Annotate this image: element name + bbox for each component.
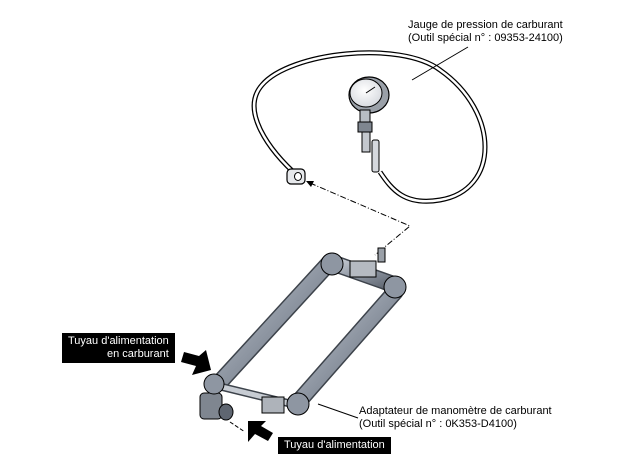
adapter-label: Adaptateur de manomètre de carburant [359,405,552,417]
adapter-leader [317,403,359,419]
gauge-tool-number: (Outil spécial n° : 09353-24100) [408,32,563,44]
fuel-hose-tag: Tuyau d'alimentation en carburant [62,333,175,363]
adapter-callout: Adaptateur de manomètre de carburant (Ou… [359,405,552,431]
gauge-leader [411,46,469,81]
gauge-hose [251,50,488,204]
arrow-icon [248,421,273,442]
pressure-gauge [348,76,390,173]
arrow-icon [181,350,211,375]
hose-fitting [286,168,306,185]
supply-hose-tag: Tuyau d'alimentation [278,437,391,454]
arrow-icon [306,181,314,187]
gauge-adapter [199,247,407,433]
gauge-callout: Jauge de pression de carburant (Outil sp… [408,19,563,45]
gauge-label: Jauge de pression de carburant [408,19,563,31]
adapter-tool-number: (Outil spécial n° : 0K353-D4100) [359,418,517,430]
connection-line [309,182,411,256]
